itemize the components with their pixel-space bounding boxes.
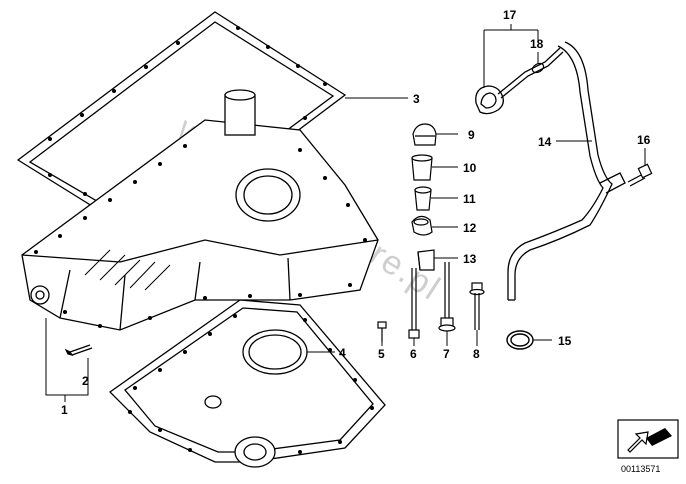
bushing-part bbox=[411, 154, 433, 181]
dipstick-guide-tube bbox=[507, 41, 626, 301]
bolt-8 bbox=[469, 282, 485, 330]
reference-number: 00113571 bbox=[621, 464, 660, 474]
callout-14: 14 bbox=[538, 135, 552, 149]
callout-18: 18 bbox=[530, 37, 544, 51]
bolt-5 bbox=[377, 321, 387, 342]
bolt-16 bbox=[627, 163, 653, 187]
callout-numbers: 1 2 3 4 5 6 7 8 9 10 11 12 13 14 15 16 1… bbox=[61, 8, 651, 417]
lower-oil-pan bbox=[108, 299, 386, 468]
callout-16: 16 bbox=[637, 133, 651, 147]
callout-17: 17 bbox=[503, 8, 517, 22]
callout-13: 13 bbox=[463, 252, 477, 266]
drain-plug bbox=[64, 344, 93, 356]
callout-3: 3 bbox=[413, 92, 420, 106]
upper-oil-pan bbox=[21, 89, 379, 331]
leader-lines bbox=[45, 24, 646, 402]
callout-6: 6 bbox=[410, 347, 417, 361]
callout-9: 9 bbox=[468, 128, 475, 142]
dipstick-o-ring bbox=[531, 62, 545, 74]
arrow-icon bbox=[627, 428, 672, 453]
cap-part bbox=[412, 123, 437, 146]
callout-7: 7 bbox=[443, 347, 450, 361]
callout-12: 12 bbox=[463, 221, 477, 235]
sleeve-part bbox=[414, 186, 432, 211]
callout-2: 2 bbox=[82, 374, 89, 388]
corner-badge: 00113571 bbox=[617, 419, 679, 474]
dipstick bbox=[475, 47, 564, 115]
callout-10: 10 bbox=[463, 161, 477, 175]
callout-11: 11 bbox=[463, 192, 476, 206]
callout-15: 15 bbox=[558, 334, 572, 348]
clip-part bbox=[417, 249, 435, 271]
callout-5: 5 bbox=[378, 347, 385, 361]
o-ring bbox=[506, 330, 534, 350]
callout-4: 4 bbox=[339, 346, 346, 360]
guide-part bbox=[411, 215, 433, 236]
callout-1: 1 bbox=[61, 403, 68, 417]
callout-8: 8 bbox=[473, 347, 480, 361]
